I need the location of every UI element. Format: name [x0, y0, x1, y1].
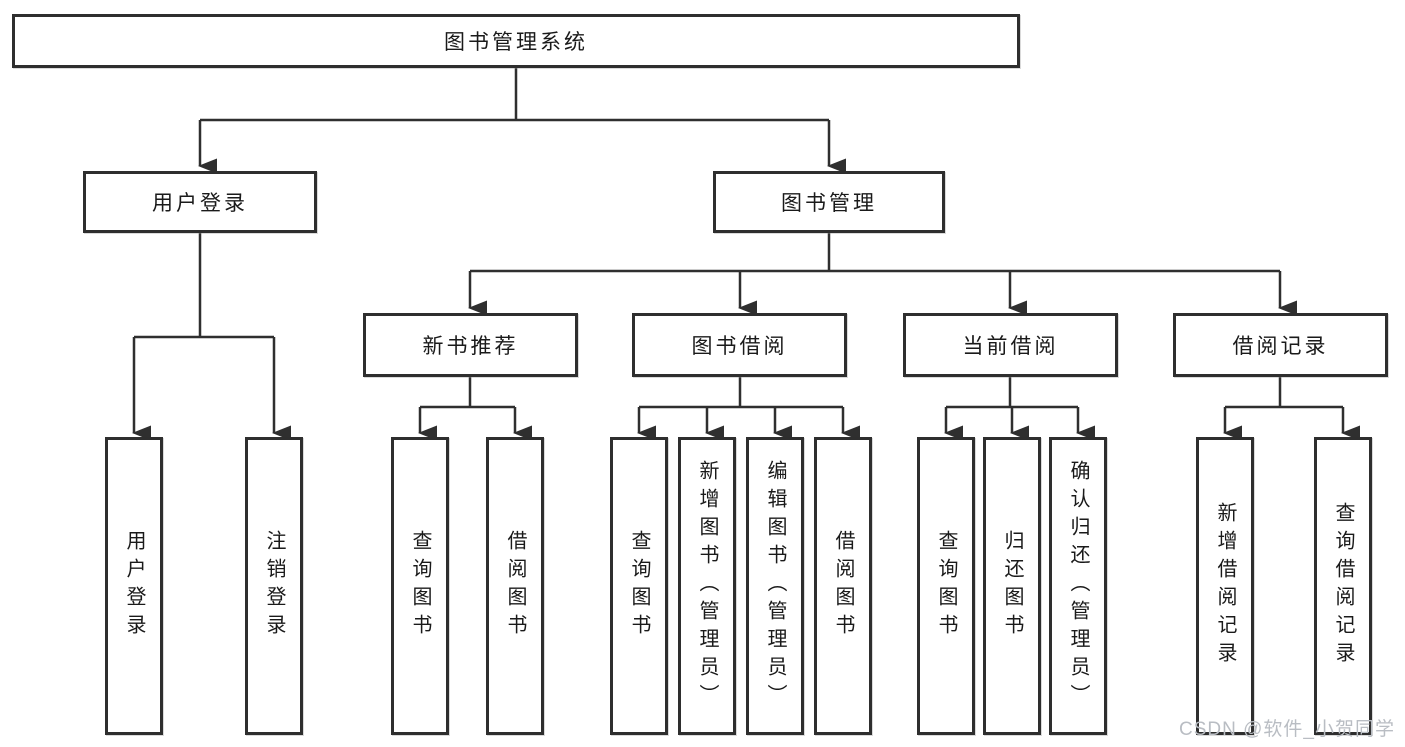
- node-label: 用户登录: [152, 192, 248, 215]
- node-label: 新书推荐: [422, 335, 519, 358]
- leaf-return-book: 归还图书: [983, 437, 1041, 735]
- node-borrow-record: 借阅记录: [1173, 313, 1388, 377]
- leaf-borrow-book: 借阅图书: [486, 437, 544, 735]
- leaf-query-book: 查询图书: [610, 437, 668, 735]
- node-user-login: 用户登录: [83, 171, 317, 233]
- node-label: 图书借阅: [691, 335, 788, 358]
- node-current-borrow: 当前借阅: [903, 313, 1118, 377]
- node-label: 借阅记录: [1232, 335, 1329, 358]
- node-new-book-recommend: 新书推荐: [363, 313, 578, 377]
- leaf-query-borrow-record: 查询借阅记录: [1314, 437, 1372, 735]
- leaf-confirm-return-admin: 确认归还（管理员）: [1049, 437, 1107, 735]
- leaf-edit-book-admin: 编辑图书（管理员）: [746, 437, 804, 735]
- node-book-borrow: 图书借阅: [632, 313, 847, 377]
- node-label: 当前借阅: [962, 335, 1059, 358]
- node-library-management-system: 图书管理系统: [12, 14, 1020, 68]
- leaf-borrow-book: 借阅图书: [814, 437, 872, 735]
- leaf-logout: 注销登录: [245, 437, 303, 735]
- leaf-add-book-admin: 新增图书（管理员）: [678, 437, 736, 735]
- node-label: 图书管理系统: [444, 31, 588, 54]
- leaf-query-book: 查询图书: [391, 437, 449, 735]
- csdn-watermark: CSDN @软件_小贺同学: [1179, 719, 1395, 740]
- leaf-query-book: 查询图书: [917, 437, 975, 735]
- node-book-management: 图书管理: [713, 171, 945, 233]
- leaf-add-borrow-record: 新增借阅记录: [1196, 437, 1254, 735]
- leaf-user-login: 用户登录: [105, 437, 163, 735]
- node-label: 图书管理: [781, 192, 877, 215]
